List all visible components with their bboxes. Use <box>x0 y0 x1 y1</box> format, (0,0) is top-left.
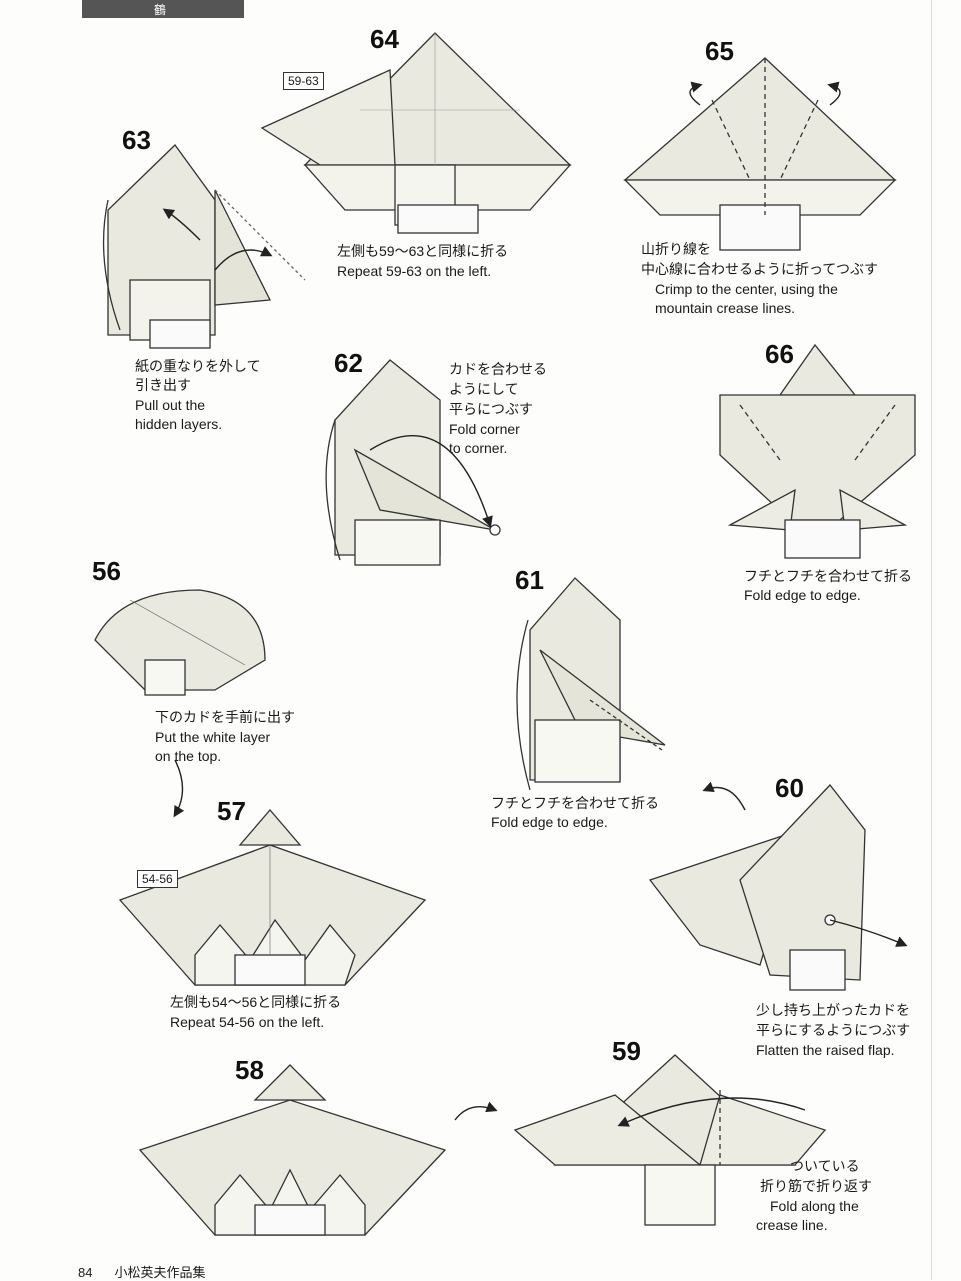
caption-59-en-2: crease line. <box>756 1217 828 1233</box>
figure-63 <box>102 144 306 349</box>
figure-65 <box>623 57 897 251</box>
step-number-59: 59 <box>612 1036 641 1066</box>
figure-66 <box>719 343 916 559</box>
caption-60-jp-1: 少し持ち上がったカドを <box>756 1002 910 1018</box>
caption-66-en-1: Fold edge to edge. <box>744 587 861 603</box>
caption-62-jp-1: カドを合わせる <box>449 361 547 377</box>
arrow-59-fold <box>617 1097 806 1127</box>
caption-65-jp-2: 中心線に合わせるように折ってつぶす <box>641 261 879 277</box>
caption-61-en-1: Fold edge to edge. <box>491 814 608 830</box>
figure-61 <box>516 577 666 791</box>
caption-56-en-2: on the top. <box>155 748 222 764</box>
caption-56-jp-1: 下のカドを手前に出す <box>155 709 295 725</box>
caption-65-en-1: Crimp to the center, using the <box>655 281 838 297</box>
caption-56-en-1: Put the white layer <box>155 729 271 745</box>
page-margin-line <box>931 0 932 1280</box>
caption-57-en-1: Repeat 54-56 on the left. <box>170 1014 325 1030</box>
caption-64-en-1: Repeat 59-63 on the left. <box>337 263 492 279</box>
step-number-65: 65 <box>705 36 734 66</box>
step-number-66: 66 <box>765 339 794 369</box>
caption-62-en-1: Fold corner <box>449 421 520 437</box>
arrow-65-left <box>689 81 703 106</box>
caption-62-jp-3: 平らにつぶす <box>449 401 533 417</box>
book-title: 小松英夫作品集 <box>114 1265 206 1280</box>
step-number-62: 62 <box>334 348 363 378</box>
step-ref-box-64: 59-63 <box>283 72 324 90</box>
caption-64-jp-1: 左側も59～63と同様に折る <box>337 243 509 259</box>
caption-60-en-1: Flatten the raised flap. <box>756 1042 895 1058</box>
figure-59 <box>513 1054 827 1226</box>
caption-59-jp-2: 折り筋で折り返す <box>760 1178 872 1194</box>
page-number: 84 <box>78 1265 93 1280</box>
caption-60-jp-2: 平らにするようにつぶす <box>756 1022 911 1038</box>
figure-60 <box>648 784 866 991</box>
figure-58 <box>138 1064 447 1236</box>
step-ref-box-57: 54-56 <box>137 870 178 888</box>
step-number-58: 58 <box>235 1055 264 1085</box>
arrow-60-flatten <box>829 919 908 947</box>
caption-62-en-2: to corner. <box>449 440 508 456</box>
caption-61-jp-1: フチとフチを合わせて折る <box>491 795 659 811</box>
step-number-61: 61 <box>515 565 544 595</box>
arrow-63-pull <box>162 208 201 241</box>
step-number-63: 63 <box>122 125 151 155</box>
arrow-65-right <box>827 81 841 106</box>
step-number-64: 64 <box>370 24 399 54</box>
caption-66-jp-1: フチとフチを合わせて折る <box>744 568 912 584</box>
chapter-tab-label: 鶴 <box>154 3 167 17</box>
caption-63-jp-1: 紙の重なりを外して <box>135 358 261 374</box>
arrow-63-flip <box>214 246 273 271</box>
arrow-56-to-57 <box>173 759 185 818</box>
caption-65-jp-1: 山折り線を <box>641 241 711 257</box>
chapter-tab: 鶴 <box>82 0 244 18</box>
figure-57 <box>118 809 427 986</box>
caption-59-jp-1: ついている <box>790 1158 860 1174</box>
arrow-62-fold <box>369 435 493 528</box>
step-number-56: 56 <box>92 556 121 586</box>
figure-64 <box>260 32 572 234</box>
caption-59-en-1: Fold along the <box>770 1198 859 1214</box>
figure-56 <box>94 589 266 696</box>
turn-over-arrow <box>454 1101 498 1121</box>
caption-65-en-2: mountain crease lines. <box>655 300 796 316</box>
step-number-57: 57 <box>217 796 246 826</box>
figure-62 <box>325 359 501 566</box>
caption-63-jp-2: 引き出す <box>135 377 191 393</box>
caption-63-en-1: Pull out the <box>135 397 206 413</box>
arrow-60-to-61 <box>702 781 746 811</box>
caption-57-jp-1: 左側も54～56と同様に折る <box>170 994 342 1010</box>
page-footer: 84 小松英夫作品集 <box>78 1262 205 1281</box>
step-number-60: 60 <box>775 773 804 803</box>
caption-63-en-2: hidden layers. <box>135 416 223 432</box>
caption-62-jp-2: ようにして <box>449 381 519 397</box>
